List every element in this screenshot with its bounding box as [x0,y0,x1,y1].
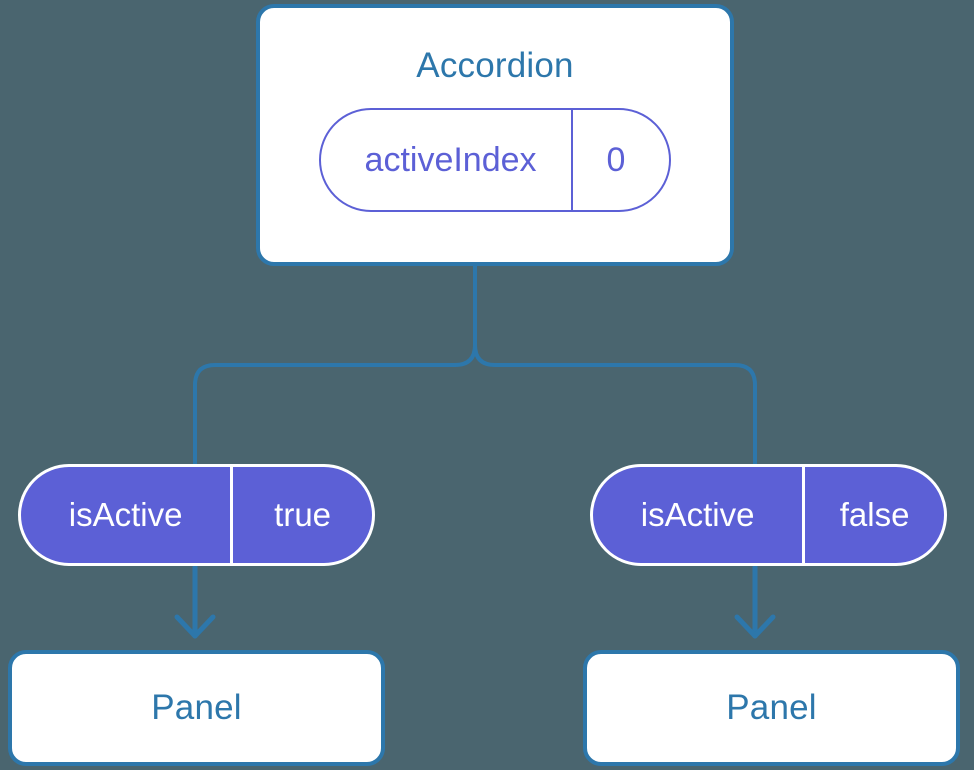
branch-prop-key-right: isActive [593,467,806,563]
branch-prop-value-right: false [839,496,910,533]
branch-prop-pill-left[interactable]: isActive true [18,464,375,566]
arrow-head-left-icon [174,614,216,639]
branch-prop-key-left: isActive [21,467,234,563]
accordion-component-card[interactable]: Accordion activeIndex 0 [256,4,734,266]
branch-prop-pill-right[interactable]: isActive false [590,464,947,566]
connector-right-branch [473,264,757,468]
accordion-prop-key: activeIndex [321,110,573,210]
arrow-head-right-icon [734,614,776,639]
panel-component-card-left[interactable]: Panel [8,650,385,766]
connector-left-branch [193,264,477,468]
panel-component-card-right[interactable]: Panel [583,650,960,766]
panel-title-left: Panel [151,688,242,727]
accordion-prop-pill[interactable]: activeIndex 0 [318,108,672,212]
accordion-prop-value: 0 [606,140,626,179]
panel-title-right: Panel [726,688,817,727]
accordion-title: Accordion [416,46,574,85]
branch-prop-value-left: true [274,496,332,533]
